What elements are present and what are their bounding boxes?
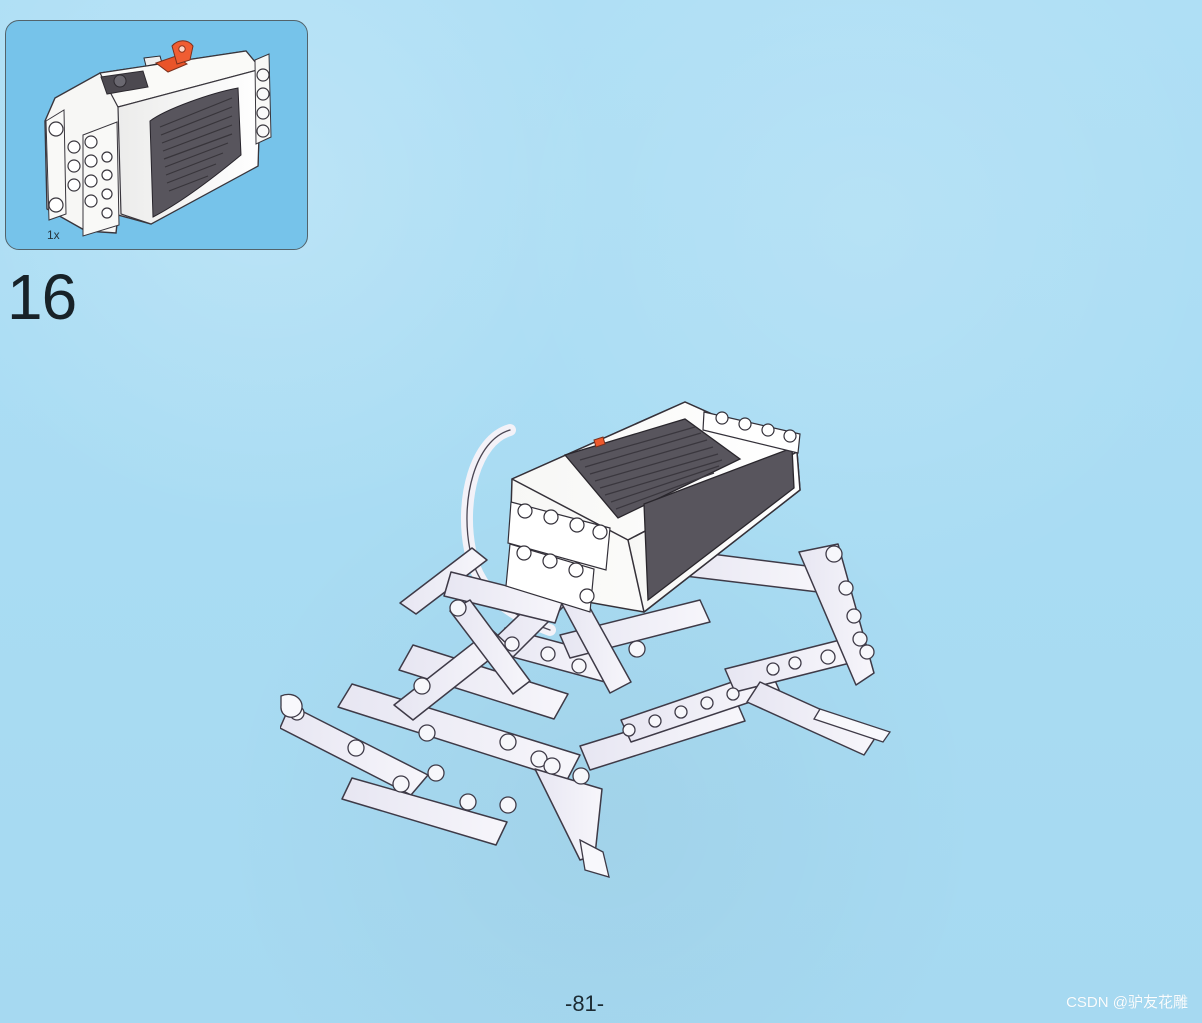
assembled-robot-icon <box>280 401 892 878</box>
watermark: CSDN @驴友花雕 <box>1066 994 1188 1011</box>
step-number: 16 <box>7 261 77 333</box>
battery-box-icon <box>44 40 272 237</box>
parts-callout: 1x <box>5 20 308 250</box>
part-quantity: 1x <box>47 228 60 242</box>
page-number: -81- <box>565 991 605 1016</box>
